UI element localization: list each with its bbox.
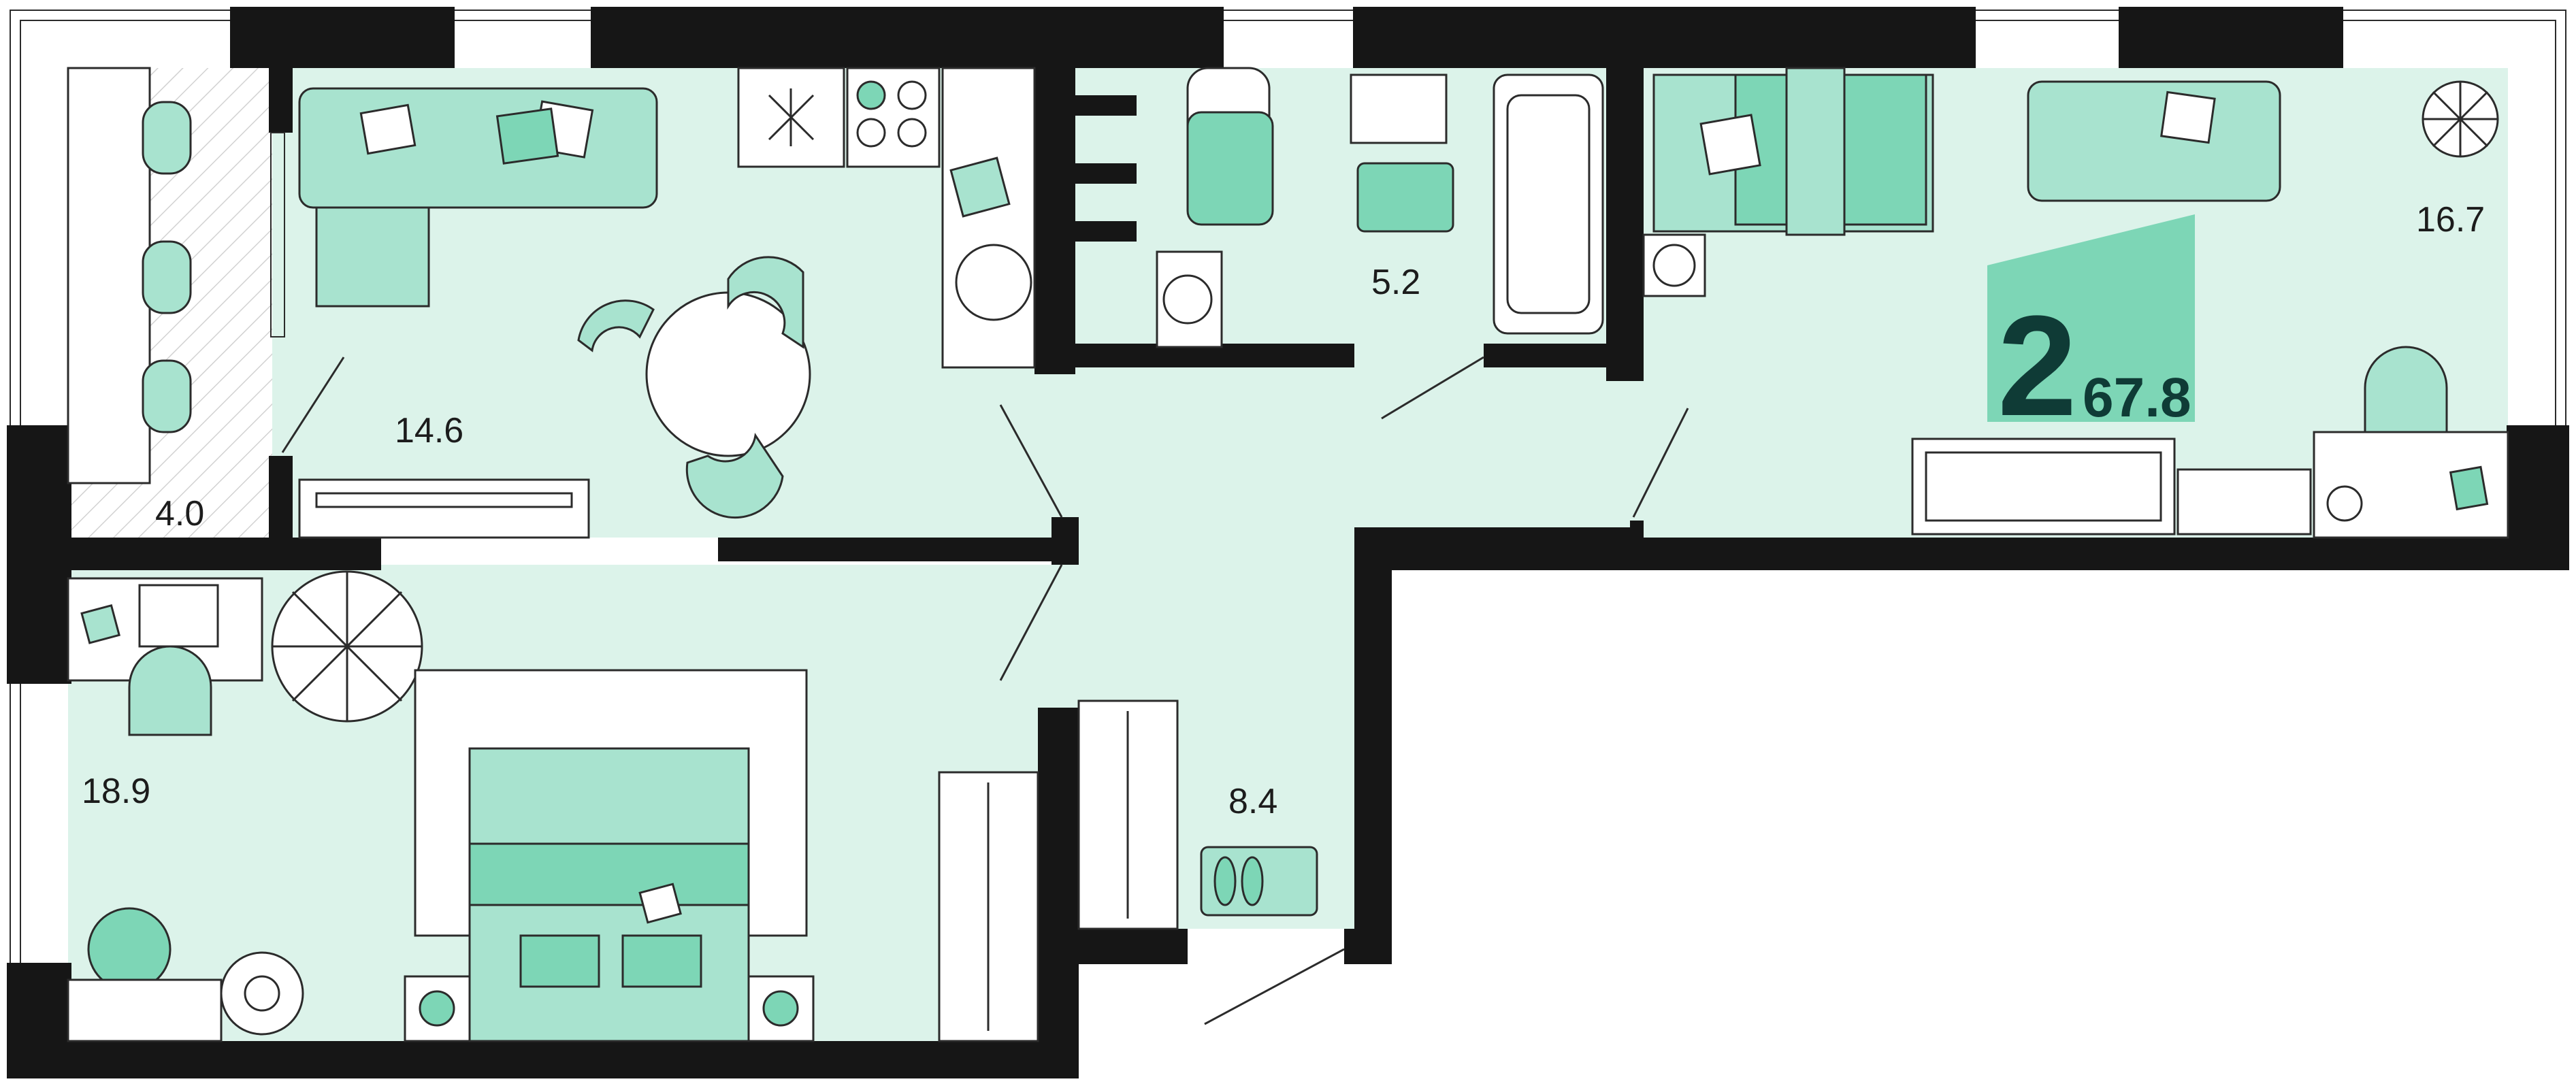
stove <box>846 67 941 168</box>
balcony-chair <box>142 359 192 433</box>
bed-left <box>404 669 815 1042</box>
pillow <box>1699 114 1761 176</box>
bathroom-fixtures <box>1156 67 1604 348</box>
balcony-furniture <box>67 67 285 484</box>
walls <box>7 7 2569 1078</box>
balcony-chair <box>142 101 192 175</box>
door-mat <box>1200 846 1318 917</box>
sofa-right <box>2027 80 2281 202</box>
pillow <box>359 103 417 155</box>
room-labels: 4.0 14.6 5.2 16.7 18.9 8.4 <box>82 200 2485 821</box>
tv-stand <box>298 478 590 539</box>
hallway-wardrobe <box>1077 699 1179 930</box>
hallway-area-label: 8.4 <box>1228 782 1277 821</box>
dining-table <box>577 256 811 519</box>
kitchen-living-area-label: 14.6 <box>395 411 463 450</box>
succulent-icon <box>220 951 304 1036</box>
desk-left <box>67 577 263 736</box>
hall-floor <box>1048 354 1644 538</box>
bed-right <box>1642 67 1934 297</box>
balcony-area-label: 4.0 <box>155 494 204 533</box>
rooms-count: 2 <box>1998 286 2077 446</box>
palm-icon <box>271 570 423 723</box>
balcony-chair <box>142 240 192 314</box>
bedroom-left-area-label: 18.9 <box>82 772 150 811</box>
badge: 2 67.8 <box>1987 214 2195 446</box>
bedroom-right-area-label: 16.7 <box>2416 200 2485 240</box>
facade-lines <box>10 10 2566 966</box>
pillow <box>519 934 600 988</box>
doors <box>281 356 1689 1025</box>
washbasin <box>1350 73 1448 144</box>
kitchen-units <box>737 67 1036 369</box>
pillow <box>495 108 559 165</box>
wardrobe-right <box>1911 438 2312 535</box>
sofa <box>298 87 658 308</box>
bathroom-area-label: 5.2 <box>1371 263 1420 302</box>
total-area: 67.8 <box>2083 367 2191 429</box>
bathtub <box>1493 73 1604 335</box>
desk-right <box>2313 346 2509 539</box>
pillow <box>2160 90 2216 144</box>
pillow <box>621 934 702 988</box>
wardrobe-left <box>938 771 1039 1042</box>
plant-icon <box>2422 80 2499 158</box>
table-lamp <box>67 907 223 1042</box>
bath-mat <box>1356 162 1454 233</box>
badge-background <box>1987 214 2195 422</box>
sink <box>955 244 1032 321</box>
